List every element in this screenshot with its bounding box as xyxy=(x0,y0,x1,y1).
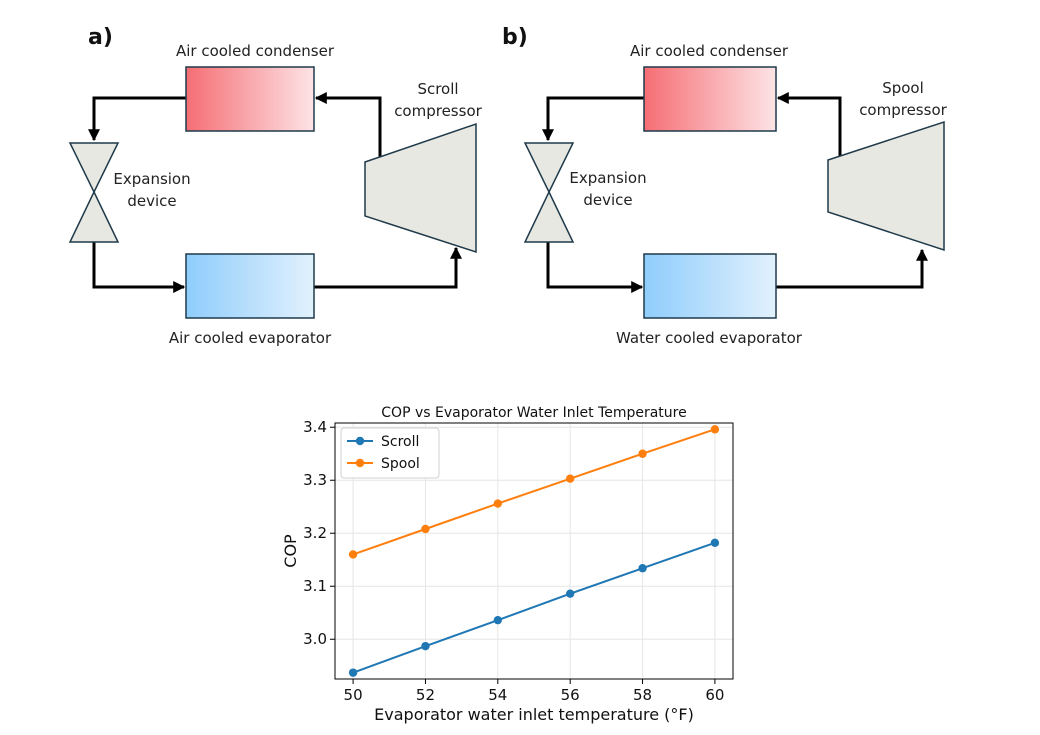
x-axis-label: Evaporator water inlet temperature (°F) xyxy=(374,705,694,724)
compressor-symbol xyxy=(827,120,945,252)
data-point-scroll xyxy=(348,668,358,677)
data-point-spool xyxy=(565,474,575,483)
cop-line-chart: COP vs Evaporator Water Inlet Temperatur… xyxy=(281,405,734,724)
legend-label-spool: Spool xyxy=(381,456,420,472)
panel-a-letter: a) xyxy=(88,25,113,50)
chart-ticks: 50 52 54 56 58 60 3.0 3.1 3.2 3.3 3.4 xyxy=(303,418,724,704)
evaporator-label: Water cooled evaporator xyxy=(616,329,803,347)
data-point-spool xyxy=(493,499,503,508)
expansion-valve-symbol xyxy=(68,142,120,243)
expansion-label-line2: device xyxy=(127,192,176,210)
data-point-scroll xyxy=(638,564,647,573)
y-tick-label: 3.1 xyxy=(303,577,327,595)
expansion-valve-symbol xyxy=(523,142,575,243)
evaporator-box xyxy=(643,253,777,319)
data-point-spool xyxy=(710,425,720,434)
chart-title: COP vs Evaporator Water Inlet Temperatur… xyxy=(381,405,686,421)
legend-label-scroll: Scroll xyxy=(381,434,419,450)
legend-marker-scroll xyxy=(355,436,365,446)
series-line-spool xyxy=(352,428,716,556)
pipe-condenser-to-expansion xyxy=(88,96,186,142)
pipe-condenser-to-expansion xyxy=(542,96,644,142)
compressor-label-line1: Spool xyxy=(882,79,924,97)
data-point-scroll xyxy=(565,589,575,598)
plot-area-frame xyxy=(334,422,734,680)
compressor-label-line1: Scroll xyxy=(417,80,458,98)
pipe-evaporator-to-compressor xyxy=(776,248,928,289)
y-tick-label: 3.4 xyxy=(303,418,327,436)
y-tick-label: 3.0 xyxy=(303,630,327,648)
pipe-expansion-to-evaporator xyxy=(546,242,644,293)
pipe-expansion-to-evaporator xyxy=(92,242,186,293)
panel-a-diagram: a) Air cooled condenser Air cooled evapo… xyxy=(68,25,483,347)
x-tick-label: 58 xyxy=(633,686,652,704)
y-tick-label: 3.2 xyxy=(303,524,327,542)
condenser-box xyxy=(643,66,777,132)
compressor-label-line2: compressor xyxy=(394,102,482,120)
x-tick-label: 54 xyxy=(488,686,507,704)
condenser-label: Air cooled condenser xyxy=(630,42,789,60)
series-line-scroll xyxy=(352,541,716,674)
data-point-scroll xyxy=(421,641,430,651)
expansion-label-line2: device xyxy=(583,191,632,209)
compressor-symbol xyxy=(364,122,477,254)
pipe-compressor-to-condenser xyxy=(314,92,382,164)
data-point-spool xyxy=(348,550,358,559)
legend-marker-spool xyxy=(355,458,365,468)
expansion-label-line1: Expansion xyxy=(113,170,190,188)
condenser-box xyxy=(185,66,315,132)
panel-b-diagram: b) Air cooled condenser Water cooled eva… xyxy=(502,25,948,347)
data-point-scroll xyxy=(493,615,503,625)
evaporator-box xyxy=(185,253,315,319)
data-point-spool xyxy=(638,449,647,458)
data-point-spool xyxy=(421,524,430,534)
condenser-label: Air cooled condenser xyxy=(176,42,335,60)
evaporator-label: Air cooled evaporator xyxy=(169,329,332,347)
x-tick-label: 60 xyxy=(705,686,724,704)
y-tick-label: 3.3 xyxy=(303,471,327,489)
pipe-compressor-to-condenser xyxy=(776,92,842,156)
data-point-scroll xyxy=(710,538,720,547)
compressor-label-line2: compressor xyxy=(859,101,947,119)
y-axis-label: COP xyxy=(281,534,300,568)
expansion-label-line1: Expansion xyxy=(569,169,646,187)
x-tick-label: 56 xyxy=(561,686,580,704)
chart-grid xyxy=(335,423,733,679)
panel-b-letter: b) xyxy=(502,25,528,50)
pipe-evaporator-to-compressor xyxy=(314,246,462,289)
chart-series xyxy=(348,425,720,677)
x-tick-label: 52 xyxy=(416,686,435,704)
x-tick-label: 50 xyxy=(344,686,363,704)
